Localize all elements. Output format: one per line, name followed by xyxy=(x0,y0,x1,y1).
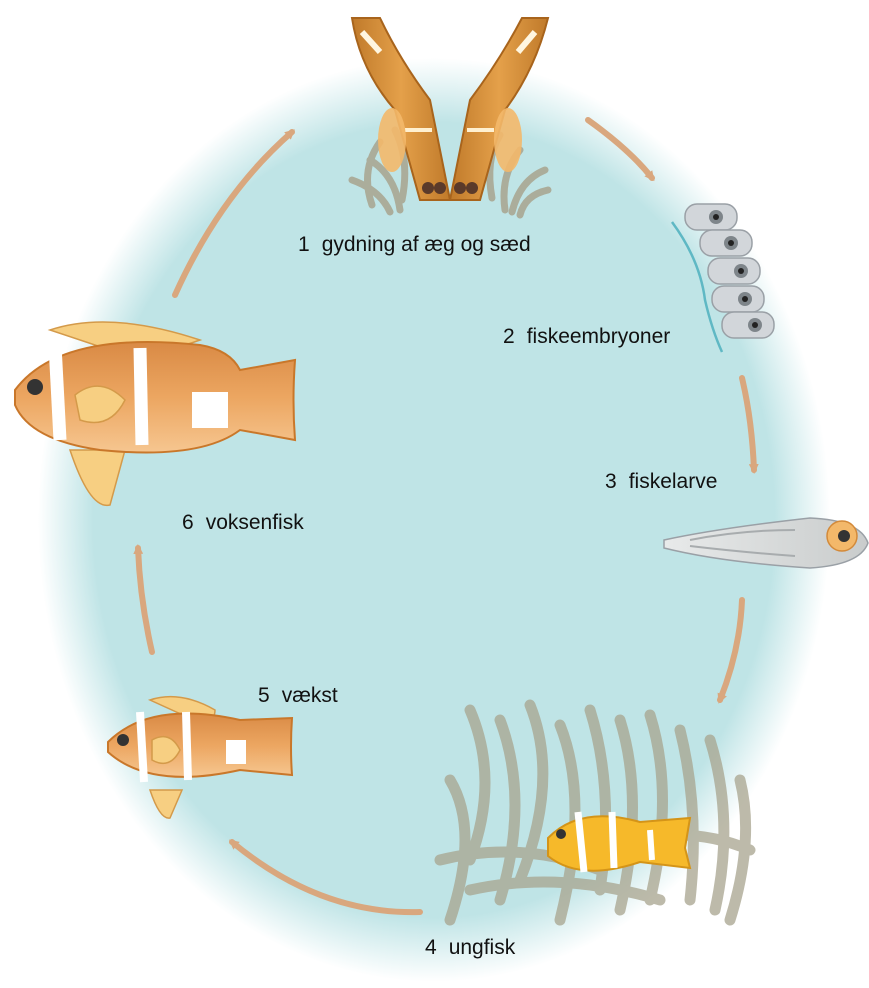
stage-2-label: 2fiskeembryoner xyxy=(503,326,670,347)
stage-6-label: 6voksenfisk xyxy=(182,512,304,533)
stage-1-label: 1gydning af æg og sæd xyxy=(298,234,531,255)
stage-5-label: 5vækst xyxy=(258,685,338,706)
stage-3-label: 3fiskelarve xyxy=(605,471,717,492)
stage-4-label: 4ungfisk xyxy=(425,937,515,958)
